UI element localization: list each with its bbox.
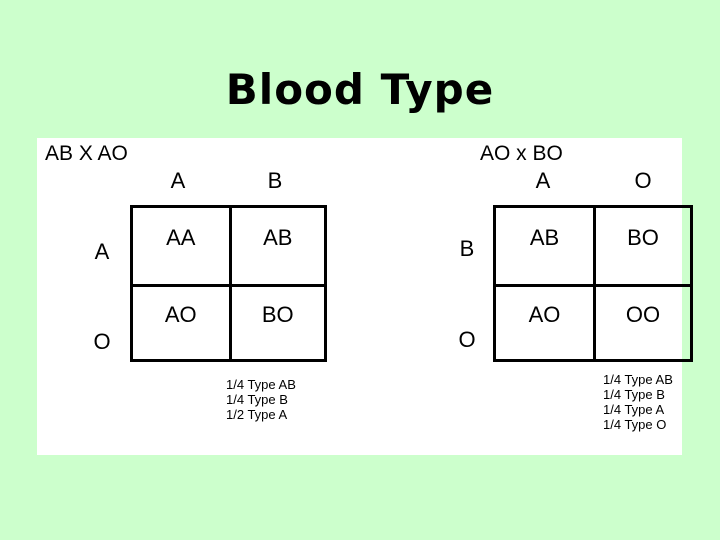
punnett-grid-left: AA AB AO BO bbox=[130, 205, 327, 362]
column-header-left-1: B bbox=[267, 168, 283, 193]
punnett-cell-text: AA bbox=[166, 224, 196, 250]
punnett-cell-text: OO bbox=[625, 301, 661, 327]
punnett-cell-text: AB bbox=[263, 224, 293, 250]
punnett-grid-right: AB BO AO OO bbox=[493, 205, 693, 362]
result-line: 1/4 Type B bbox=[226, 392, 288, 407]
column-header-right-1: O bbox=[634, 168, 652, 193]
result-line: 1/4 Type O bbox=[603, 417, 667, 432]
results-list-right: 1/4 Type AB 1/4 Type B 1/4 Type A 1/4 Ty… bbox=[603, 372, 673, 432]
results-list-left: 1/4 Type AB 1/4 Type B 1/2 Type A bbox=[226, 377, 296, 422]
punnett-cell-text: BO bbox=[627, 224, 659, 250]
result-line: 1/4 Type B bbox=[603, 387, 665, 402]
punnett-square-left: AB X AO A B A O AA AB AO BO 1/4 bbox=[37, 138, 367, 455]
result-line: 1/2 Type A bbox=[226, 407, 288, 422]
punnett-cell-left-r0c1: AB bbox=[228, 208, 325, 284]
punnett-cell-left-r1c1: BO bbox=[228, 283, 324, 359]
column-header-right-0: A bbox=[535, 168, 551, 193]
punnett-cell-right-r0c0: AB bbox=[496, 208, 593, 284]
punnett-cell-text: AO bbox=[164, 301, 197, 327]
result-line: 1/4 Type AB bbox=[603, 372, 673, 387]
result-line: 1/4 Type AB bbox=[226, 377, 296, 392]
punnett-square-right: AO x BO A O B O AB BO AO OO 1/4 bbox=[367, 138, 693, 455]
row-header-right-1: O bbox=[458, 327, 476, 352]
cross-label-right: AO x BO bbox=[480, 142, 563, 165]
row-header-left-0: A bbox=[94, 239, 110, 264]
punnett-cell-text: AO bbox=[528, 301, 561, 327]
page-title: Blood Type bbox=[225, 65, 495, 114]
punnett-cell-text: AB bbox=[529, 224, 560, 250]
column-header-left-0: A bbox=[170, 168, 186, 193]
result-line: 1/4 Type A bbox=[603, 402, 665, 417]
punnett-cell-left-r0c0: AA bbox=[133, 208, 229, 284]
content-panel: AB X AO A B A O AA AB AO BO 1/4 bbox=[37, 138, 693, 455]
row-header-right-0: B bbox=[459, 236, 475, 261]
punnett-cell-left-r1c0: AO bbox=[133, 283, 229, 360]
punnett-cell-right-r0c1: BO bbox=[593, 208, 690, 284]
cross-label-left: AB X AO bbox=[45, 142, 128, 165]
punnett-cell-text: BO bbox=[261, 301, 294, 327]
row-header-left-1: O bbox=[93, 329, 111, 354]
punnett-cell-right-r1c1: OO bbox=[593, 283, 690, 359]
punnett-cell-right-r1c0: AO bbox=[496, 283, 593, 360]
